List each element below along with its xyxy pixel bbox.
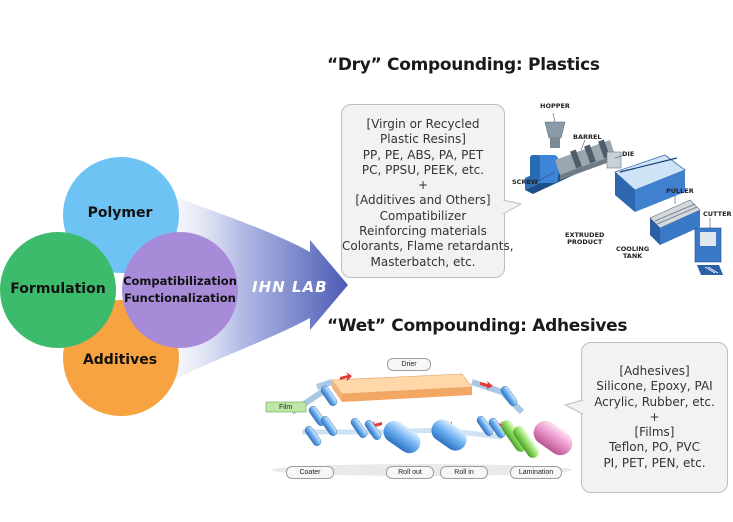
roll-in-roll [431, 419, 467, 451]
wet-line: Teflon, PO, PVC [609, 440, 700, 455]
drier-label: Drier [387, 358, 431, 371]
wet-line: Silicone, Epoxy, PAI [596, 379, 713, 394]
lamination-rolls [501, 420, 539, 458]
center-label: Compatibilization Functionalization [122, 273, 238, 307]
wet-materials-callout: [Adhesives] Silicone, Epoxy, PAI Acrylic… [581, 342, 728, 493]
dry-line: [Additives and Others] [355, 193, 491, 208]
venn-diagram [0, 157, 238, 416]
roll-out-label: Roll out [386, 466, 434, 479]
tank-text: TANK [622, 252, 643, 260]
barrel-label: BARREL [573, 133, 602, 141]
lamination-label: Lamination [510, 466, 562, 479]
wet-line: PI, PET, PEN, etc. [603, 455, 706, 470]
wet-line: + [649, 409, 660, 424]
dry-callout-pointer [503, 199, 523, 215]
output-pink-roll [533, 420, 573, 456]
dry-line: Colorants, Flame retardants, [342, 239, 514, 254]
polymer-label: Polymer [87, 205, 153, 221]
dry-compounding-heading: “Dry” Compounding: Plastics [327, 55, 600, 75]
dry-line: PP, PE, ABS, PA, PET [362, 147, 484, 162]
wet-process-illustration [265, 372, 573, 476]
wet-callout-pointer [564, 399, 584, 415]
cooling-tank-label: COOLING TANK [616, 246, 649, 260]
cutter-label: CUTTER [703, 210, 732, 218]
dry-line: Reinforcing materials [359, 224, 487, 239]
product-text: PRODUCT [567, 238, 603, 246]
hopper-shape [544, 121, 566, 139]
puller-label: PULLER [666, 187, 694, 195]
roll-in-label: Roll in [440, 466, 488, 479]
compatibilization-circle [122, 232, 238, 348]
dry-line: Compatibilizer [379, 208, 467, 223]
formulation-circle [0, 232, 116, 348]
roll-out-roll [383, 420, 421, 454]
coater-label: Coater [286, 466, 334, 479]
film-source-box [265, 401, 307, 413]
functionalization-text: Functionalization [124, 291, 236, 305]
dry-line: PC, PPSU, PEEK, etc. [361, 162, 485, 177]
ihn-lab-logo: IHN LAB [252, 278, 328, 296]
dry-line: + [417, 178, 429, 193]
dry-line: Masterbatch, etc. [370, 254, 476, 269]
additives-label: Additives [82, 352, 158, 368]
formulation-label: Formulation [10, 281, 106, 297]
dry-materials-callout: [Virgin or Recycled Plastic Resins] PP, … [341, 104, 514, 278]
hopper-label: HOPPER [540, 102, 570, 110]
dry-line: [Virgin or Recycled [366, 117, 480, 131]
wet-compounding-heading: “Wet” Compounding: Adhesives [327, 316, 628, 336]
cooling-text: COOLING [616, 245, 650, 253]
screw-label: SCREW [512, 178, 539, 186]
dry-line: Plastic Resins] [380, 132, 466, 147]
extruded-product-label: EXTRUDED PRODUCT [565, 232, 604, 246]
wet-line: [Films] [634, 425, 675, 440]
extruded-text: EXTRUDED [565, 231, 605, 239]
film-label: Film [279, 404, 293, 411]
die-label: DIE [622, 150, 635, 158]
wet-line: [Adhesives] [619, 364, 690, 378]
wet-line: Acrylic, Rubber, etc. [594, 394, 715, 409]
compatibilization-text: Compatibilization [123, 274, 237, 288]
extruder-illustration [525, 112, 723, 275]
